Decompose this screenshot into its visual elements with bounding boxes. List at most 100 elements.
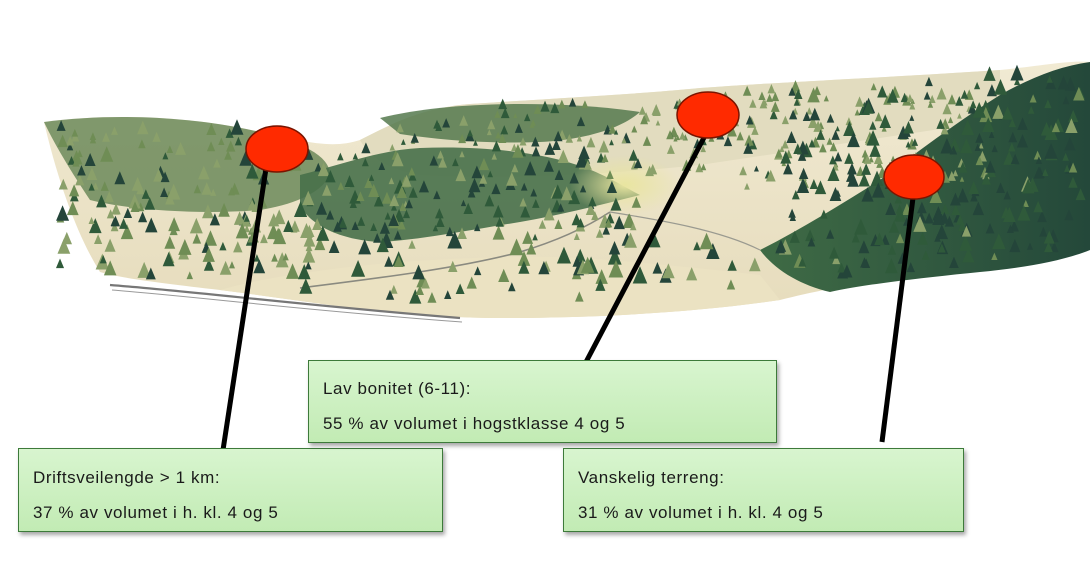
conifer-tree [870,83,877,91]
conifer-tree [551,184,564,199]
conifer-tree [906,262,915,273]
conifer-tree [1068,176,1078,188]
conifer-tree [385,289,395,300]
conifer-tree [297,264,311,280]
conifer-tree [607,248,622,265]
conifer-tree [393,255,404,268]
callout-terrain-value: 31 % av volumet i h. kl. 4 og 5 [578,503,824,522]
conifer-tree [992,233,1006,250]
conifer-tree [841,264,853,278]
conifer-tree [110,215,121,227]
conifer-tree [1010,64,1024,81]
conifer-tree [631,125,638,133]
conifer-tree [57,238,71,254]
conifer-tree [152,131,161,142]
conifer-tree [770,101,780,112]
conifer-tree [608,124,617,134]
conifer-tree [560,186,573,201]
conifer-tree [326,210,335,220]
conifer-tree [553,130,563,142]
conifer-tree [1044,143,1058,159]
conifer-tree [514,123,523,133]
conifer-tree [316,201,328,215]
conifer-tree [213,158,221,168]
conifer-tree [866,129,880,146]
conifer-tree [895,204,904,214]
conifer-tree [178,239,192,255]
conifer-tree [869,121,877,130]
conifer-tree [829,155,837,165]
conifer-tree [557,203,565,212]
conifer-tree [314,237,326,251]
conifer-tree [110,222,119,232]
conifer-tree [858,173,870,187]
conifer-tree [351,259,366,277]
conifer-tree [874,232,885,246]
conifer-tree [783,162,793,175]
conifer-tree [491,140,501,152]
conifer-tree [338,218,347,228]
conifer-tree [114,171,126,185]
conifer-tree [624,213,635,226]
conifer-tree [1064,164,1071,172]
conifer-tree [759,99,768,109]
conifer-tree [1057,75,1070,90]
conifer-tree [508,282,516,292]
conifer-tree [1044,124,1058,140]
conifer-tree [218,202,230,217]
conifer-tree [666,130,674,140]
conifer-tree [275,252,289,268]
conifer-tree [376,237,389,253]
conifer-tree [314,162,322,172]
conifer-tree [473,266,482,276]
conifer-tree [530,188,538,197]
conifer-tree [391,203,397,211]
conifer-tree [467,129,473,137]
conifer-tree [316,225,330,241]
conifer-tree [982,117,995,132]
conifer-tree [936,118,945,129]
conifer-tree [409,289,422,304]
conifer-tree [512,143,524,158]
conifer-tree [467,188,476,198]
conifer-tree [138,211,148,223]
conifer-tree [993,78,1008,95]
conifer-tree [978,142,984,149]
conifer-tree [844,152,854,164]
conifer-tree [498,268,510,282]
conifer-tree [337,181,345,190]
conifer-tree [193,184,202,194]
conifer-tree [771,92,780,102]
conifer-tree [71,128,79,137]
conifer-tree [871,182,885,198]
conifer-tree [457,227,467,239]
conifer-tree [751,126,759,135]
conifer-tree [506,172,518,186]
conifer-tree [57,134,68,148]
conifer-tree [233,211,246,225]
conifer-tree [876,160,883,168]
conifer-tree [1003,190,1011,200]
conifer-tree [640,114,649,125]
conifer-tree [917,232,928,245]
conifer-tree [532,199,540,208]
conifer-tree [831,129,840,140]
conifer-tree [835,125,840,132]
conifer-tree [305,243,313,252]
conifer-tree [235,222,249,239]
conifer-tree [224,150,232,160]
conifer-tree [554,219,563,229]
conifer-tree [968,181,980,195]
conifer-tree [749,257,761,272]
conifer-tree [699,232,714,250]
conifer-tree [924,212,934,224]
conifer-tree [370,222,378,231]
conifer-tree [293,201,308,217]
conifer-tree [543,159,554,172]
conifer-tree [429,155,439,166]
conifer-tree [128,193,141,209]
conifer-tree [361,142,371,154]
conifer-tree [909,102,916,110]
conifer-tree [517,251,531,266]
conifer-tree [1027,105,1035,114]
